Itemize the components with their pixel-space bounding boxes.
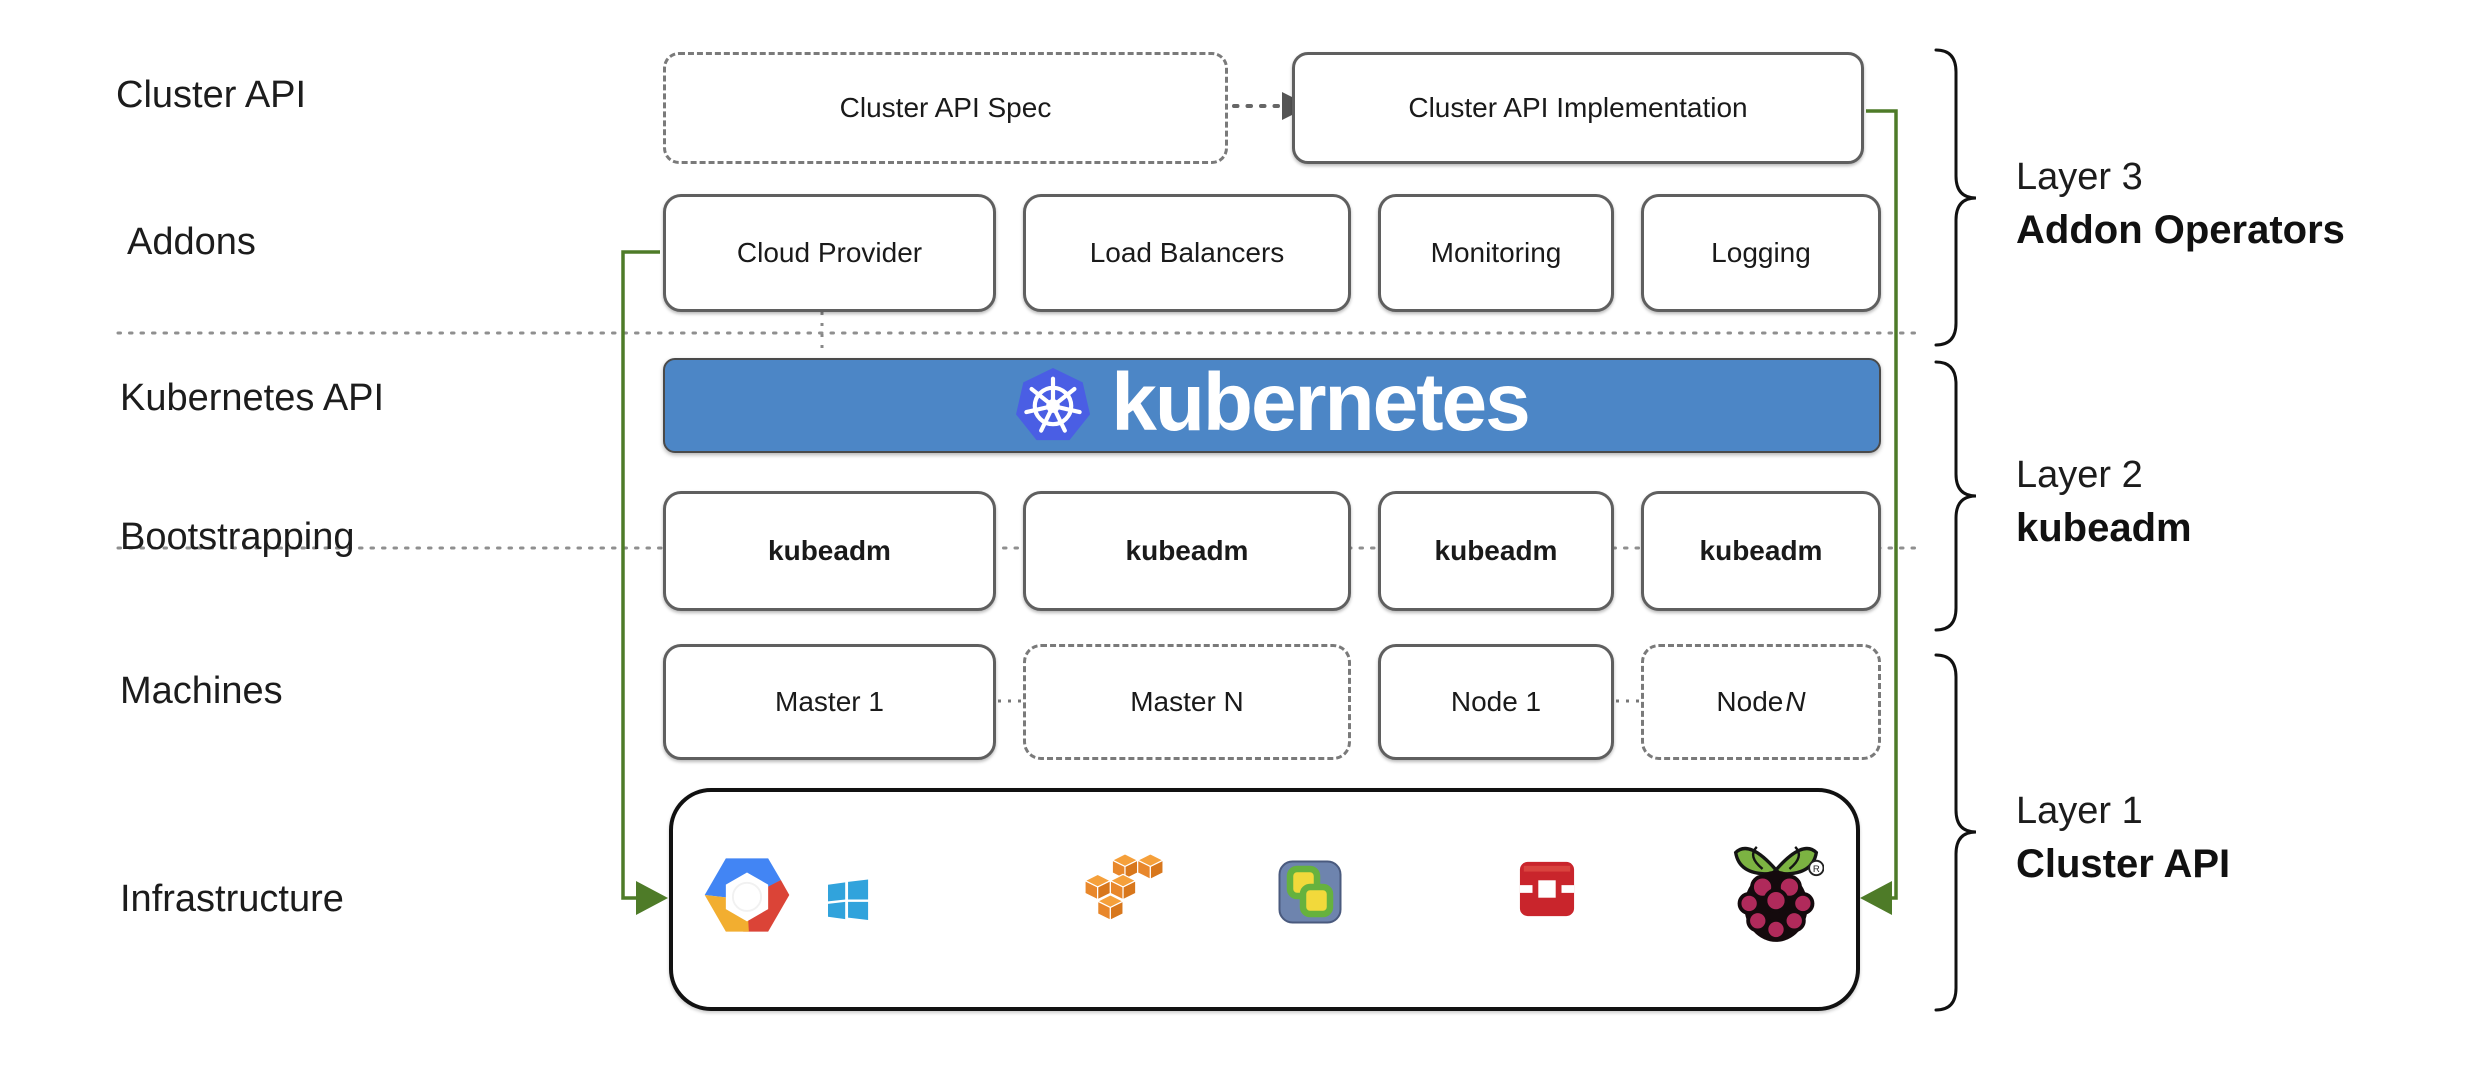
kubeadm-box-3: kubeadm xyxy=(1378,491,1614,611)
kubeadm-label-2: kubeadm xyxy=(1125,535,1249,566)
node-1-label: Node 1 xyxy=(1450,686,1542,717)
cluster-api-implementation-label: Cluster API Implementation xyxy=(1408,92,1748,123)
kubeadm-box-4: kubeadm xyxy=(1641,491,1881,611)
machine-box-master-1: Master 1 xyxy=(663,644,996,760)
row-label-kubernetes-api: Kubernetes API xyxy=(120,377,385,419)
addon-box-cloud-provider: Cloud Provider xyxy=(663,194,996,312)
openstack-icon xyxy=(1519,861,1575,917)
cluster-api-spec-box: Cluster API Spec xyxy=(663,52,1228,164)
kubeadm-box-2: kubeadm xyxy=(1023,491,1351,611)
monitoring-label: Monitoring xyxy=(1430,237,1562,268)
addon-box-monitoring: Monitoring xyxy=(1378,194,1614,312)
green-connector-right xyxy=(1866,109,1898,900)
row-label-cluster-api: Cluster API xyxy=(116,74,307,116)
rpi-registered-mark: R xyxy=(1813,864,1820,875)
row-label-addons: Addons xyxy=(127,221,256,263)
green-arrowhead-right-icon xyxy=(1860,881,1892,915)
logging-label: Logging xyxy=(1711,237,1811,268)
master-1-label: Master 1 xyxy=(775,686,884,717)
layer-3-label: Layer 3 Addon Operators xyxy=(2016,152,2345,257)
kubernetes-wheel-icon xyxy=(1016,367,1091,440)
cluster-api-implementation-box: Cluster API Implementation xyxy=(1292,52,1864,164)
kubeadm-label-4: kubeadm xyxy=(1699,535,1823,566)
master-n-label: Master N xyxy=(1130,686,1244,717)
vmware-icon xyxy=(1278,860,1342,924)
kubeadm-box-1: kubeadm xyxy=(663,491,996,611)
cluster-api-spec-label: Cluster API Spec xyxy=(839,92,1052,123)
node-n-label-italic: N xyxy=(1785,686,1806,717)
machine-box-node-1: Node 1 xyxy=(1378,644,1614,760)
kubernetes-wordmark: kubernetes xyxy=(1111,356,1531,448)
azure-flag-icon xyxy=(828,879,869,921)
row-label-infrastructure: Infrastructure xyxy=(120,878,344,920)
layer-1-title: Layer 1 xyxy=(2016,790,2143,832)
layer-2-title: Layer 2 xyxy=(2016,454,2143,496)
brace-layer3 xyxy=(1934,48,1977,347)
raspberry-pi-icon: R xyxy=(1733,845,1824,942)
machine-box-master-n: Master N xyxy=(1023,644,1351,760)
row-label-bootstrapping: Bootstrapping xyxy=(120,516,355,558)
layer-3-subtitle: Addon Operators xyxy=(2016,208,2345,253)
brace-layer1 xyxy=(1934,653,1977,1012)
machine-box-node-n: NodeN xyxy=(1641,644,1881,760)
layer-1-label: Layer 1 Cluster API xyxy=(2016,786,2230,891)
kubeadm-label-3: kubeadm xyxy=(1434,535,1558,566)
aws-cubes-icon xyxy=(1085,853,1165,922)
load-balancers-label: Load Balancers xyxy=(1089,237,1285,268)
addon-box-logging: Logging xyxy=(1641,194,1881,312)
green-arrowhead-left-icon xyxy=(636,881,668,915)
brace-layer2 xyxy=(1934,360,1977,632)
addon-box-load-balancers: Load Balancers xyxy=(1023,194,1351,312)
kubernetes-banner: kubernetes xyxy=(663,358,1881,453)
cloud-provider-label: Cloud Provider xyxy=(736,237,923,268)
node-n-label-prefix: Node xyxy=(1716,686,1784,717)
green-connector-left xyxy=(621,250,660,900)
node-n-label: NodeN xyxy=(1716,686,1805,718)
kubeadm-label-1: kubeadm xyxy=(768,535,891,566)
row-label-machines: Machines xyxy=(120,670,283,712)
layer-1-subtitle: Cluster API xyxy=(2016,842,2231,887)
layer-2-label: Layer 2 kubeadm xyxy=(2016,450,2192,555)
layer-3-title: Layer 3 xyxy=(2016,156,2143,198)
google-cloud-platform-icon xyxy=(704,858,790,932)
layer-2-subtitle: kubeadm xyxy=(2016,506,2192,551)
